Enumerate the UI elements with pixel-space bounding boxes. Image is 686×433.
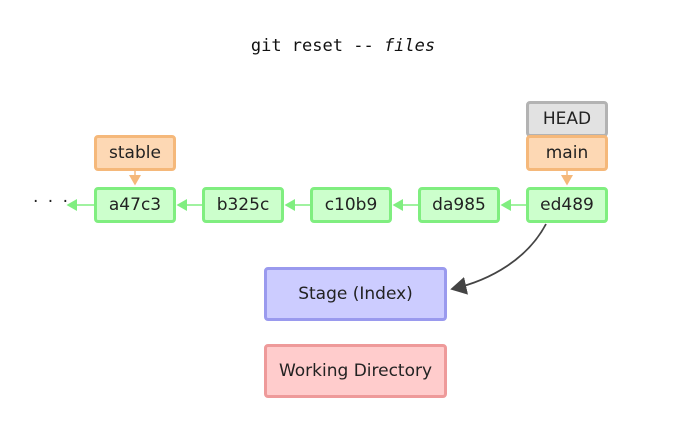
commit-c10b9: c10b9 bbox=[310, 187, 392, 223]
commit-da985: da985 bbox=[418, 187, 500, 223]
commit-a47c3: a47c3 bbox=[94, 187, 176, 223]
stage-index-area: Stage (Index) bbox=[264, 267, 447, 321]
reset-arrow bbox=[450, 223, 547, 295]
branch-stable: stable bbox=[94, 135, 176, 171]
head-ref: HEAD bbox=[526, 101, 608, 137]
command-text: git reset -- bbox=[250, 36, 374, 56]
commit-b325c: b325c bbox=[202, 187, 284, 223]
command-argument: files bbox=[383, 36, 436, 56]
history-ellipsis: · · · bbox=[33, 192, 71, 212]
diagram-title: git reset -- files bbox=[0, 36, 686, 56]
branch-main: main bbox=[526, 135, 608, 171]
commit-ed489: ed489 bbox=[526, 187, 608, 223]
working-directory-area: Working Directory bbox=[264, 344, 447, 398]
